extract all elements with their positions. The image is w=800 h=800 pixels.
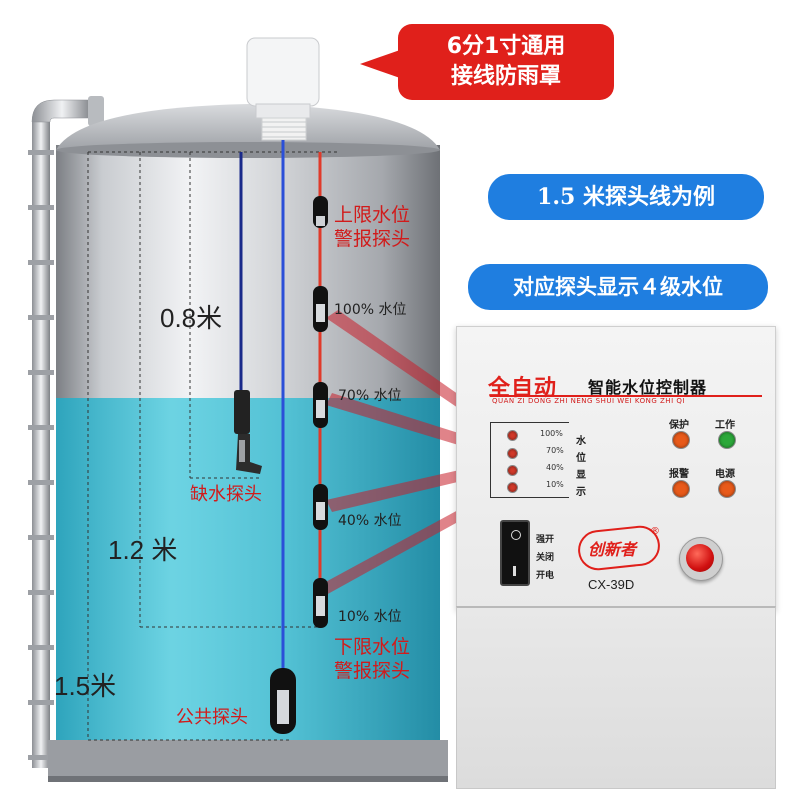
side-pipe xyxy=(28,96,104,768)
water-display-3: 显 xyxy=(576,470,586,481)
upper-alarm-line1: 上限水位 xyxy=(334,204,411,226)
power-label: 电源 xyxy=(715,469,735,480)
water-display-4: 示 xyxy=(576,487,586,498)
mode-rocker-switch[interactable] xyxy=(500,520,530,586)
controller-title-black: 智能水位控制器 xyxy=(588,378,708,397)
switch-off: 关闭 xyxy=(536,553,555,563)
protect-lamp xyxy=(672,431,690,449)
four-levels-pill: 对应探头显示４级水位 xyxy=(468,264,768,310)
upper-alarm-line2: 警报探头 xyxy=(334,228,411,250)
switch-power-on: 开电 xyxy=(536,571,555,581)
title-underline xyxy=(490,395,762,397)
model-number: CX-39D xyxy=(588,577,635,592)
protect-label: 保护 xyxy=(669,420,689,431)
lower-alarm-label: 下限水位 警报探头 xyxy=(334,635,410,683)
level-text-40: 40% xyxy=(546,463,564,472)
dry-run-probe xyxy=(234,390,262,474)
callout-line2: 接线防雨罩 xyxy=(450,64,561,89)
rain-cover-callout: 6分1寸通用 接线防雨罩 xyxy=(398,24,614,100)
dry-probe-label: 缺水探头 xyxy=(190,484,262,505)
bubble-pointer xyxy=(360,50,400,78)
controller-box-lower xyxy=(456,606,776,789)
measure-1-2: 1.2 米 xyxy=(108,535,178,565)
common-probe xyxy=(270,668,296,734)
common-probe-label: 公共探头 xyxy=(176,707,248,728)
power-lamp xyxy=(718,480,736,498)
switch-force-on: 强开 xyxy=(536,535,555,545)
reset-button[interactable] xyxy=(686,544,714,572)
rain-cover-cap xyxy=(246,37,320,141)
level-10-label: 10% 水位 xyxy=(338,609,402,625)
registered-mark: ® xyxy=(650,526,660,537)
water xyxy=(56,398,440,745)
level-70-label: 70% 水位 xyxy=(338,388,402,404)
level-70-lamp xyxy=(507,448,518,459)
lower-alarm-line2: 警报探头 xyxy=(334,660,411,682)
work-label: 工作 xyxy=(715,420,735,431)
controller-pinyin: QUAN ZI DONG ZHI NENG SHUI WEI KONG ZHI … xyxy=(492,397,685,405)
level-text-100: 100% xyxy=(540,429,563,438)
level-text-10: 10% xyxy=(546,480,564,489)
measure-1-5: 1.5米 xyxy=(54,671,117,701)
water-display-1: 水 xyxy=(576,436,586,447)
lower-alarm-line1: 下限水位 xyxy=(334,636,411,658)
measure-0-8: 0.8米 xyxy=(160,303,223,333)
level-text-70: 70% xyxy=(546,446,564,455)
switch-on-mark xyxy=(511,530,521,540)
brand-name: 创新者 xyxy=(588,540,637,559)
probe-electrodes xyxy=(313,196,328,628)
callout-line1: 6分1寸通用 xyxy=(446,34,566,59)
level-40-lamp xyxy=(507,465,518,476)
switch-off-mark xyxy=(513,566,516,576)
level-40-label: 40% 水位 xyxy=(338,513,402,529)
alarm-label: 报警 xyxy=(669,469,689,480)
level-100-label: 100% 水位 xyxy=(334,302,407,318)
upper-alarm-label: 上限水位 警报探头 xyxy=(334,203,410,251)
work-lamp xyxy=(718,431,736,449)
level-100-lamp xyxy=(507,430,518,441)
water-display-2: 位 xyxy=(576,453,586,464)
tank-lid xyxy=(56,104,440,150)
level-indicator-panel xyxy=(490,422,569,498)
probe-example-pill: 1.5 米探头线为例 xyxy=(488,174,764,220)
alarm-lamp xyxy=(672,480,690,498)
level-10-lamp xyxy=(507,482,518,493)
